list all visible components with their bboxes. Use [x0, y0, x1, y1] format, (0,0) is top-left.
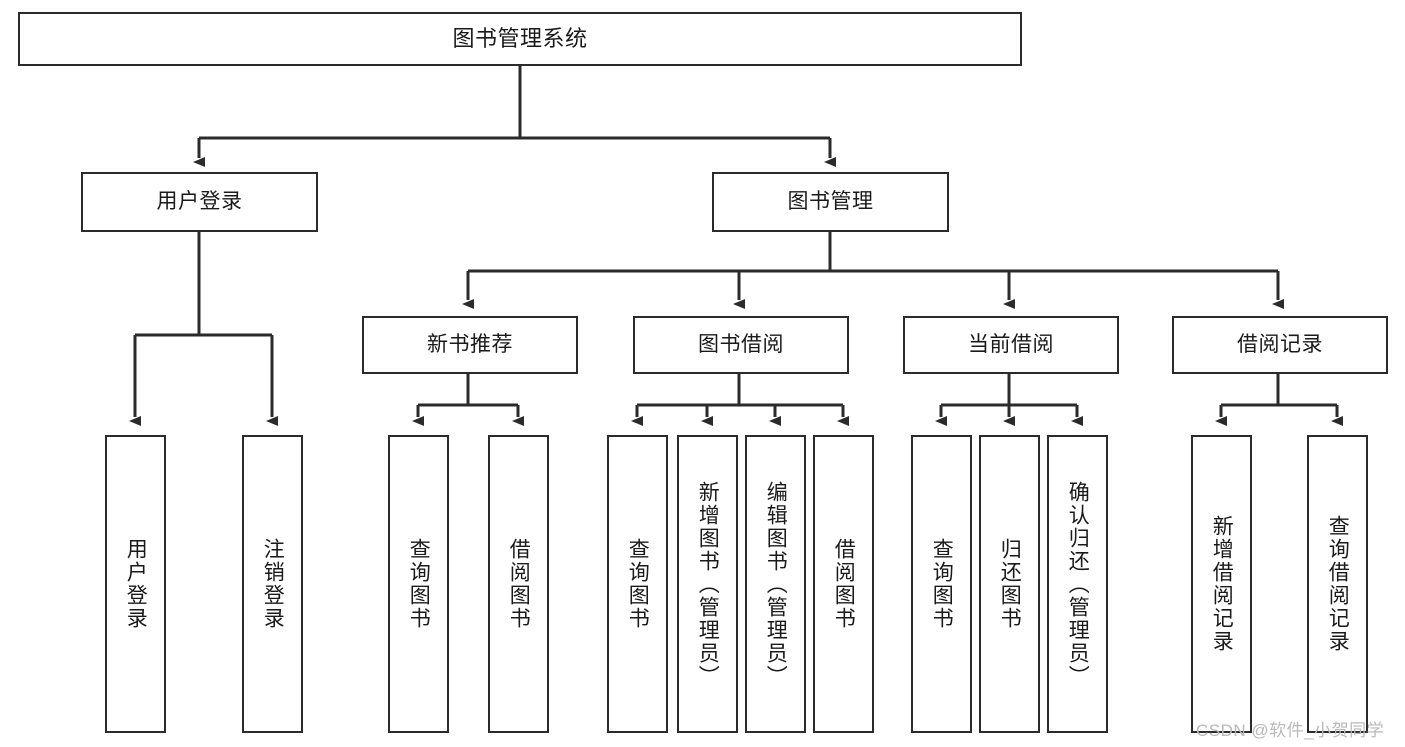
node-label: 新增图书（管理员）: [696, 480, 720, 688]
node-leaf-return-book[interactable]: 归还图书: [979, 435, 1040, 733]
node-label: 新书推荐: [427, 333, 513, 357]
node-leaf-user-login[interactable]: 用户登录: [105, 435, 166, 733]
node-leaf-query-book-borrow[interactable]: 查询图书: [607, 435, 668, 733]
node-label: 查询图书: [626, 538, 650, 630]
node-label: 查询图书: [407, 538, 431, 630]
node-leaf-user-logout[interactable]: 注销登录: [242, 435, 303, 733]
node-leaf-add-book-admin[interactable]: 新增图书（管理员）: [677, 435, 738, 733]
node-leaf-query-book-current[interactable]: 查询图书: [911, 435, 972, 733]
node-label: 编辑图书（管理员）: [764, 480, 788, 688]
node-leaf-query-borrow-record[interactable]: 查询借阅记录: [1307, 435, 1368, 733]
node-label: 确认归还（管理员）: [1066, 480, 1090, 688]
node-leaf-borrow-book-new[interactable]: 借阅图书: [488, 435, 549, 733]
node-current-borrowing[interactable]: 当前借阅: [903, 316, 1119, 374]
node-label: 图书借阅: [698, 333, 784, 357]
node-label: 图书管理系统: [452, 25, 588, 51]
csdn-watermark: CSDN @软件_小贺同学: [1196, 721, 1385, 740]
node-leaf-add-borrow-record[interactable]: 新增借阅记录: [1191, 435, 1252, 733]
node-book-management[interactable]: 图书管理: [712, 172, 949, 232]
node-label: 用户登录: [156, 190, 243, 214]
node-leaf-confirm-return-admin[interactable]: 确认归还（管理员）: [1047, 435, 1108, 733]
node-book-borrowing[interactable]: 图书借阅: [633, 316, 849, 374]
node-leaf-edit-book-admin[interactable]: 编辑图书（管理员）: [745, 435, 806, 733]
node-label: 图书管理: [787, 190, 874, 214]
node-root-book-management-system[interactable]: 图书管理系统: [18, 12, 1022, 66]
node-leaf-borrow-book[interactable]: 借阅图书: [813, 435, 874, 733]
node-user-login[interactable]: 用户登录: [81, 172, 318, 232]
node-label: 归还图书: [998, 538, 1022, 630]
node-new-book-recommendation[interactable]: 新书推荐: [362, 316, 578, 374]
node-label: 查询借阅记录: [1326, 515, 1350, 653]
node-label: 用户登录: [124, 538, 148, 630]
node-label: 借阅图书: [832, 538, 856, 630]
node-leaf-query-book-new[interactable]: 查询图书: [388, 435, 449, 733]
node-label: 当前借阅: [968, 333, 1054, 357]
node-label: 查询图书: [930, 538, 954, 630]
node-label: 借阅图书: [507, 538, 531, 630]
node-label: 新增借阅记录: [1210, 515, 1234, 653]
node-label: 注销登录: [261, 538, 285, 630]
node-label: 借阅记录: [1237, 333, 1323, 357]
node-borrowing-records[interactable]: 借阅记录: [1172, 316, 1388, 374]
